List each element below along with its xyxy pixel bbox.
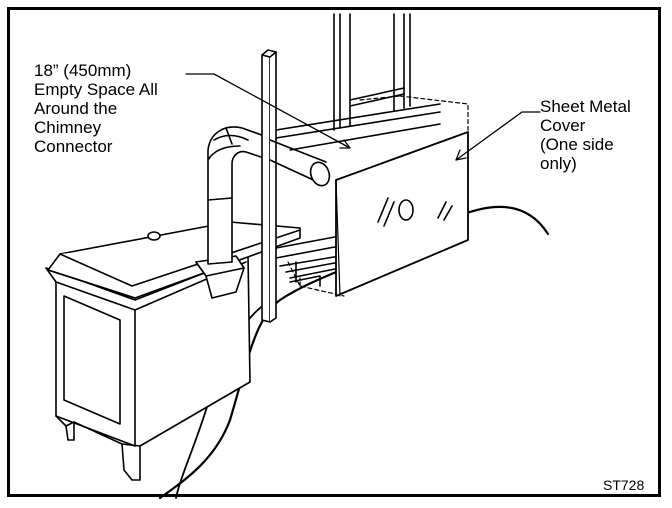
clearance-zone-outline (287, 95, 469, 297)
chimney-connector (207, 126, 271, 265)
wood-stove (45, 255, 251, 481)
sheet-metal-cover (335, 131, 469, 297)
leader-arrows (185, 73, 541, 161)
wall-opening-framing (275, 103, 441, 287)
clearance-label: 18” (450mm) Empty Space All Around the C… (34, 61, 158, 156)
wall-studs (261, 13, 411, 323)
pass-through-pipe (269, 139, 331, 187)
flue-collar (195, 255, 245, 299)
stove-top (47, 221, 301, 299)
sheet-metal-cover-label: Sheet Metal Cover (One side only) (540, 97, 631, 173)
figure-code: ST728 (603, 477, 645, 493)
